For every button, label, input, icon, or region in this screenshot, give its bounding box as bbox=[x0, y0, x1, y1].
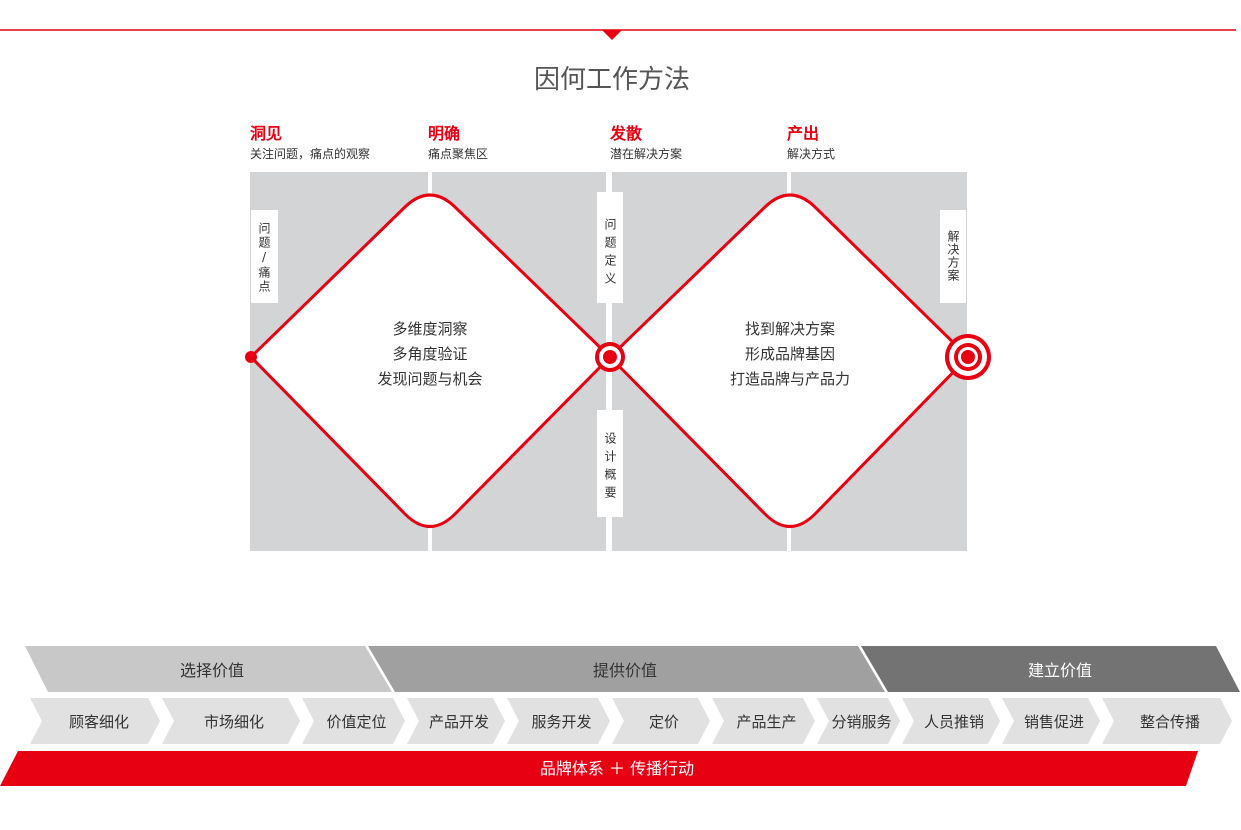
step-label: 定价 bbox=[649, 713, 679, 731]
marker-label-problem: 问题/痛点 bbox=[257, 222, 271, 294]
phase-subtitle: 关注问题，痛点的观察 bbox=[250, 146, 370, 161]
step-chevron bbox=[712, 698, 815, 744]
phase-subtitle: 痛点聚焦区 bbox=[428, 146, 488, 161]
stage-label: 提供价值 bbox=[593, 661, 657, 680]
step-chevron bbox=[162, 698, 300, 744]
midpoint-target-icon bbox=[595, 342, 625, 372]
stage-label: 选择价值 bbox=[180, 661, 244, 680]
marker-label-solution: 解决方案 bbox=[946, 230, 960, 282]
solution-line: 打造品牌与产品力 bbox=[730, 370, 850, 388]
step-chevron bbox=[302, 698, 405, 744]
step-chevron bbox=[902, 698, 1000, 744]
step-label: 产品生产 bbox=[736, 713, 796, 731]
phase-title: 产出 bbox=[787, 124, 819, 143]
marker-label-problem-definition: 问题定义 bbox=[603, 218, 617, 290]
step-label: 产品开发 bbox=[429, 713, 489, 731]
step-chevron bbox=[612, 698, 710, 744]
stage-chevron bbox=[861, 646, 1240, 692]
step-label: 顾客细化 bbox=[69, 713, 129, 731]
phase-headings: 洞见 关注问题，痛点的观察 明确 痛点聚焦区 发散 潜在解决方案 产出 解决方式 bbox=[250, 124, 835, 161]
stage-chevron bbox=[368, 646, 885, 692]
footer-bar bbox=[0, 751, 1198, 786]
stage-label: 建立价值 bbox=[1028, 661, 1092, 680]
marker-box bbox=[251, 210, 278, 303]
diamond-left-text: 多维度洞察 多角度验证 发现问题与机会 bbox=[377, 320, 482, 388]
phase-subtitle: 解决方式 bbox=[787, 146, 835, 161]
step-chevron bbox=[30, 698, 160, 744]
stage-chevron bbox=[25, 646, 392, 692]
solution-line: 找到解决方案 bbox=[745, 320, 835, 338]
diamond-right-text: 找到解决方案 形成品牌基因 打造品牌与产品力 bbox=[730, 320, 850, 388]
step-label: 市场细化 bbox=[204, 713, 264, 731]
step-chevron bbox=[817, 698, 900, 744]
start-dot-icon bbox=[245, 351, 257, 363]
phase-title: 洞见 bbox=[250, 124, 282, 143]
step-label: 分销服务 bbox=[831, 713, 891, 731]
step-chevron bbox=[407, 698, 505, 744]
step-chevron bbox=[1102, 698, 1232, 744]
step-chevron bbox=[507, 698, 610, 744]
marker-box bbox=[597, 410, 623, 517]
insight-line: 发现问题与机会 bbox=[377, 370, 482, 388]
step-label: 价值定位 bbox=[326, 713, 386, 731]
solution-line: 形成品牌基因 bbox=[745, 345, 835, 363]
step-chevron bbox=[1002, 698, 1100, 744]
phase-title: 明确 bbox=[428, 124, 460, 143]
step-label: 销售促进 bbox=[1024, 713, 1084, 731]
step-chevrons: 顾客细化 市场细化 价值定位 产品开发 服务开发 定价 产品生产 分销服务 人员推销 销售促进 整合… bbox=[30, 698, 1232, 744]
marker-box bbox=[597, 192, 623, 303]
phase-title: 发散 bbox=[609, 124, 643, 143]
end-target-icon bbox=[945, 334, 991, 380]
insight-line: 多角度验证 bbox=[392, 345, 467, 363]
insight-line: 多维度洞察 bbox=[392, 320, 467, 338]
marker-label-design-brief: 设计概要 bbox=[603, 432, 617, 504]
divider-arrow-icon bbox=[602, 30, 622, 40]
footer-bar-label: 品牌体系 ＋ 传播行动 bbox=[540, 759, 694, 778]
page-title: 因何工作方法 bbox=[534, 65, 690, 95]
step-label: 整合传播 bbox=[1140, 713, 1200, 731]
marker-box bbox=[940, 210, 966, 303]
step-label: 人员推销 bbox=[924, 713, 984, 731]
phase-subtitle: 潜在解决方案 bbox=[610, 146, 682, 161]
step-label: 服务开发 bbox=[531, 713, 591, 731]
